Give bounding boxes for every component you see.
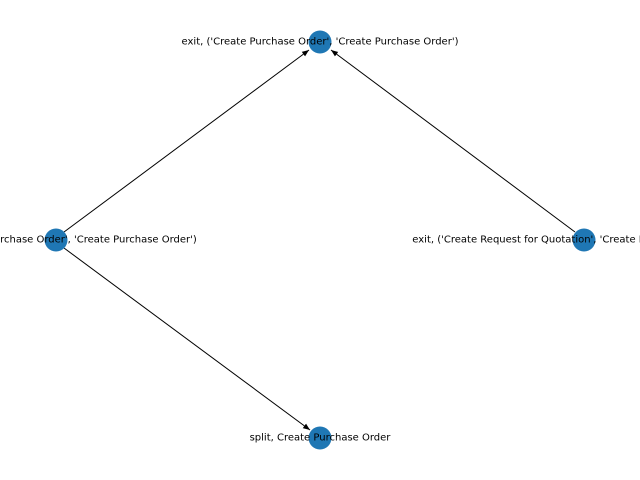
edge-left-to-top bbox=[63, 49, 310, 233]
node-left bbox=[44, 228, 68, 252]
edge-left-to-bottom bbox=[63, 247, 311, 431]
node-bottom bbox=[308, 426, 332, 450]
node-right bbox=[572, 228, 596, 252]
node-label-left: start, ('Create Purchase Order', 'Create… bbox=[0, 235, 197, 246]
node-label-right: exit, ('Create Request for Quotation', '… bbox=[412, 235, 640, 246]
node-label-bottom: split, Create Purchase Order bbox=[250, 433, 392, 444]
edge-right-to-top bbox=[330, 49, 576, 233]
node-top bbox=[308, 30, 332, 54]
node-label-top: exit, ('Create Purchase Order', 'Create … bbox=[182, 37, 459, 48]
